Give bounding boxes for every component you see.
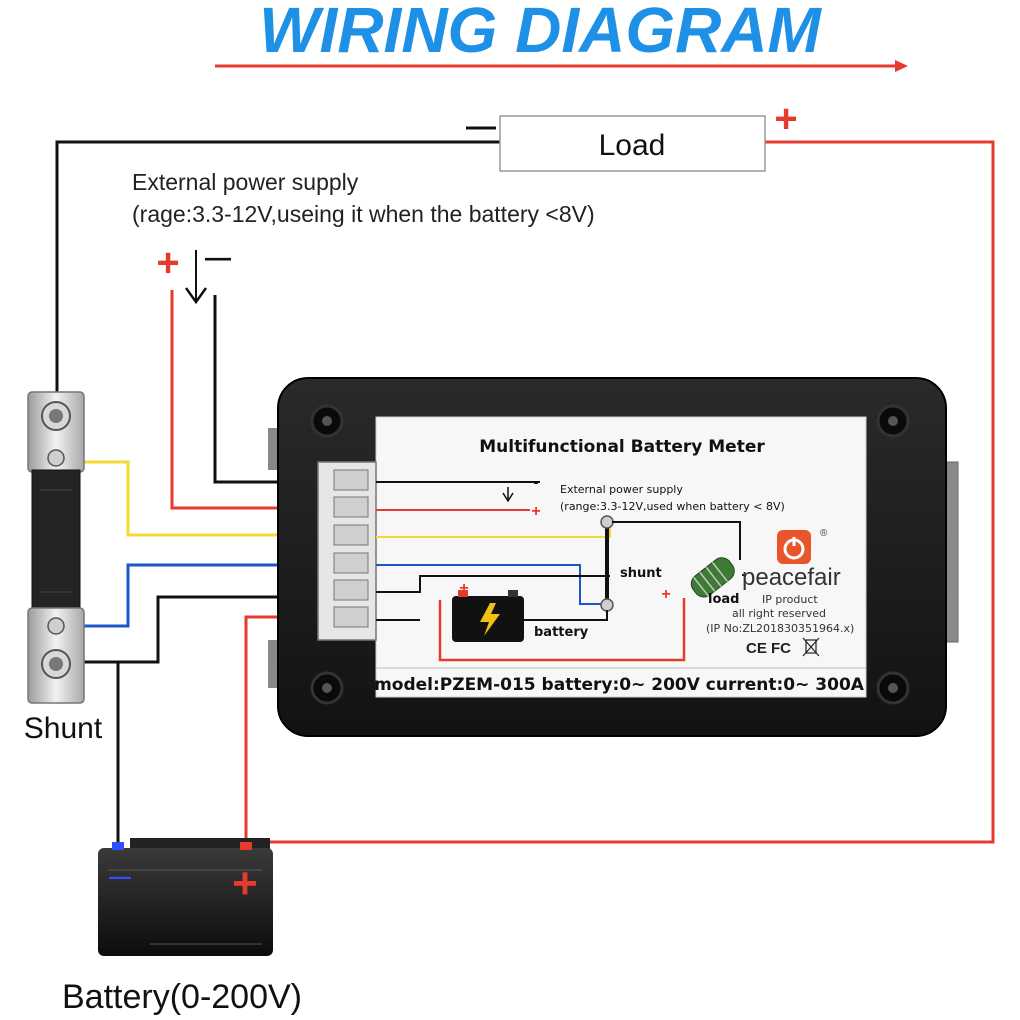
shunt-label: Shunt — [24, 712, 103, 745]
brand-registered: ® — [820, 528, 828, 539]
brand-ip-product: IP product — [762, 593, 818, 606]
meter-load-label: load — [708, 592, 739, 607]
external-supply-range: (rage:3.3-12V,useing it when the battery… — [132, 201, 595, 227]
meter-shunt-label: shunt — [620, 566, 662, 581]
battery-label: Battery(0-200V) — [62, 978, 302, 1016]
meter-title: Multifunctional Battery Meter — [479, 437, 765, 457]
wire-shunt-sense-blue — [68, 563, 332, 628]
meter-battery-plus: + — [459, 580, 468, 597]
battery-plus-sign: + — [232, 859, 258, 908]
meter-ext-plus: + — [531, 503, 540, 520]
external-arrow-head — [184, 287, 208, 305]
battery — [98, 838, 273, 956]
load-minus-sign: — — [466, 110, 496, 143]
meter-load-plus: + — [661, 586, 670, 603]
brand-name: peacefair — [742, 564, 841, 591]
peacefair-logo — [777, 530, 811, 564]
load-plus-sign: + — [774, 97, 797, 141]
title-underline-tip — [895, 60, 908, 72]
meter-inner-wiring — [376, 481, 741, 662]
meter-ext-supply-range: (range:3.3-12V,used when battery < 8V) — [560, 500, 785, 513]
shunt-bottom-screw — [47, 617, 65, 635]
wire-load-negative — [55, 140, 500, 405]
load-box — [499, 115, 766, 172]
brand-rights: all right reserved — [732, 607, 826, 620]
battery-negative-terminal — [112, 842, 124, 850]
meter-ext-minus: - — [534, 474, 539, 490]
terminal-slots — [333, 469, 369, 628]
weee-bin-icon — [802, 637, 820, 657]
external-plus-sign: + — [156, 241, 179, 285]
shunt-top-screw — [47, 449, 65, 467]
shunt — [27, 391, 85, 704]
meter-load-minus: - — [741, 566, 746, 583]
battery-positive-terminal — [240, 842, 252, 850]
external-minus-sign: — — [205, 242, 231, 272]
meter-model-line: model:PZEM-015 battery:0~ 200V current:0… — [374, 675, 865, 695]
external-supply-label: External power supply — [132, 169, 359, 195]
load-label: Load — [599, 129, 666, 162]
battery-minus-sign: — — [109, 864, 131, 889]
certification-marks: CE FC — [746, 640, 791, 657]
meter-battery-label: battery — [534, 625, 589, 640]
diagram-title: WIRING DIAGRAM — [259, 0, 822, 66]
wire-shunt-to-meter-black — [60, 595, 332, 664]
wire-shunt-sense-yellow — [68, 460, 332, 537]
meter-ext-supply-label: External power supply — [560, 483, 683, 496]
brand-ip-number: (IP No:ZL201830351964.x) — [706, 622, 854, 635]
